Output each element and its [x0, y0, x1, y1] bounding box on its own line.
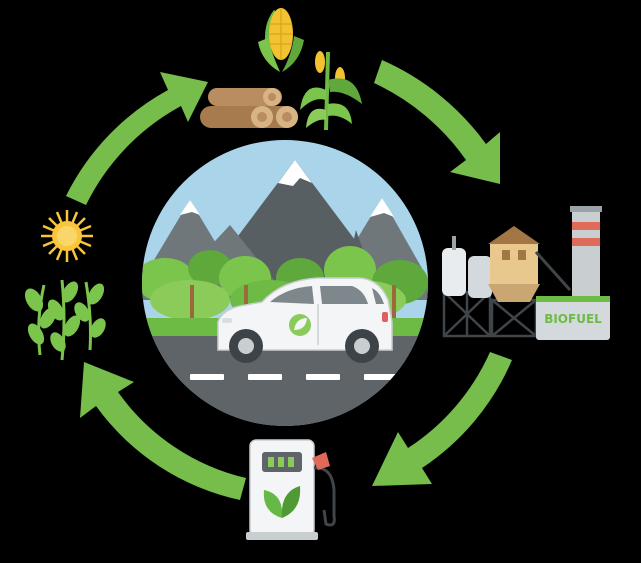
- biofuel-factory-icon: BIOFUEL: [442, 206, 610, 340]
- cycle-arrows: [66, 60, 512, 500]
- road: [142, 336, 428, 426]
- car-leaf-emblem: [289, 314, 311, 336]
- car-wheel-front: [229, 329, 263, 363]
- biofuel-label: BIOFUEL: [544, 312, 602, 326]
- fuel-pump-icon: [246, 439, 336, 540]
- corn-cob-icon: [258, 8, 304, 72]
- sun-icon: [41, 210, 93, 262]
- corn-plant-icon: [300, 51, 362, 131]
- wood-logs-icon: [200, 88, 298, 128]
- electric-car: [217, 277, 393, 363]
- road-markings: [190, 374, 398, 380]
- pump-nozzle: [312, 452, 330, 470]
- arrow-pump-to-sun: [80, 362, 246, 500]
- pump-leaf-icon: [263, 486, 301, 518]
- arrow-crops-to-factory: [374, 60, 500, 184]
- arrow-sun-to-crops: [66, 72, 208, 205]
- plant-sprouts-icon: [24, 279, 106, 361]
- arrow-factory-to-pump: [372, 352, 512, 486]
- car-wheel-rear: [345, 329, 379, 363]
